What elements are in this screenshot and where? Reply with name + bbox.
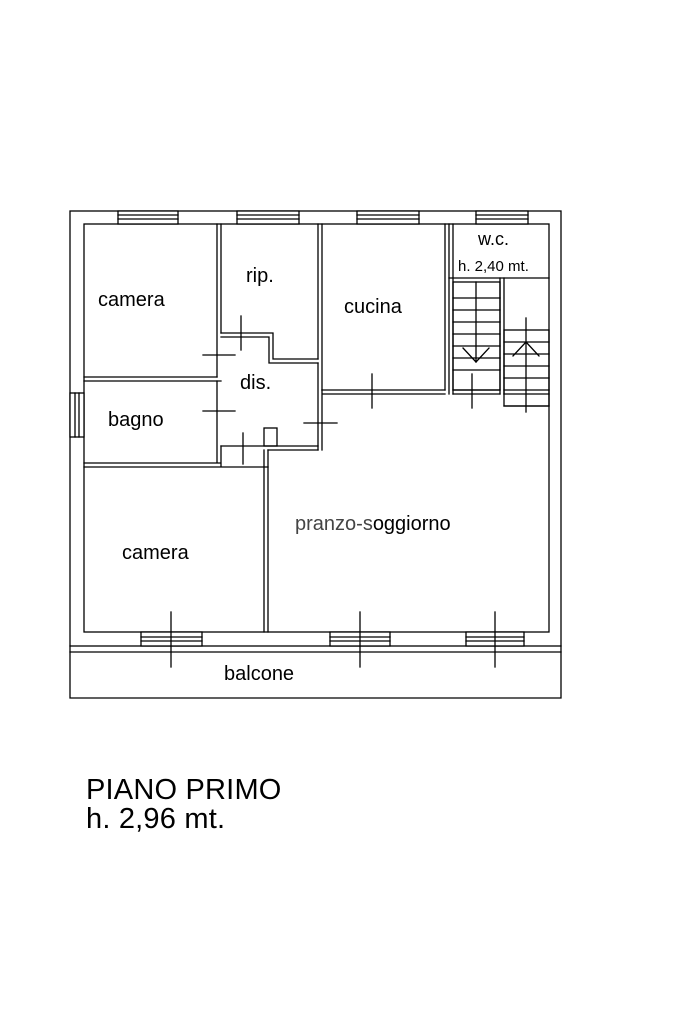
room-label-pranzo-part: pranzo-s bbox=[295, 513, 373, 535]
room-label-pranzo-soggiorno: pranzo-soggiorno bbox=[295, 513, 451, 535]
window-top bbox=[117, 210, 529, 225]
balcony-outline bbox=[69, 645, 562, 699]
room-label-soggiorno-part: oggiorno bbox=[373, 513, 451, 535]
stairs-left bbox=[452, 281, 501, 391]
room-label-wc: w.c. bbox=[477, 229, 509, 249]
window-bottom bbox=[140, 611, 525, 668]
room-label-balcone: balcone bbox=[224, 663, 294, 685]
window-left bbox=[69, 392, 85, 438]
door-markers bbox=[202, 315, 473, 465]
floor-height: h. 2,96 mt. bbox=[86, 803, 226, 835]
floor-title: PIANO PRIMO bbox=[86, 774, 282, 806]
room-label-rip: rip. bbox=[246, 265, 274, 287]
room-label-dis: dis. bbox=[240, 372, 271, 394]
wc-height-label: h. 2,40 mt. bbox=[458, 258, 529, 275]
room-label-camera-bottom: camera bbox=[122, 542, 190, 564]
room-label-cucina: cucina bbox=[344, 296, 403, 318]
room-label-camera-top: camera bbox=[98, 289, 166, 311]
stairs-right bbox=[503, 317, 550, 413]
room-label-bagno: bagno bbox=[108, 409, 164, 431]
interior-walls bbox=[83, 223, 550, 633]
